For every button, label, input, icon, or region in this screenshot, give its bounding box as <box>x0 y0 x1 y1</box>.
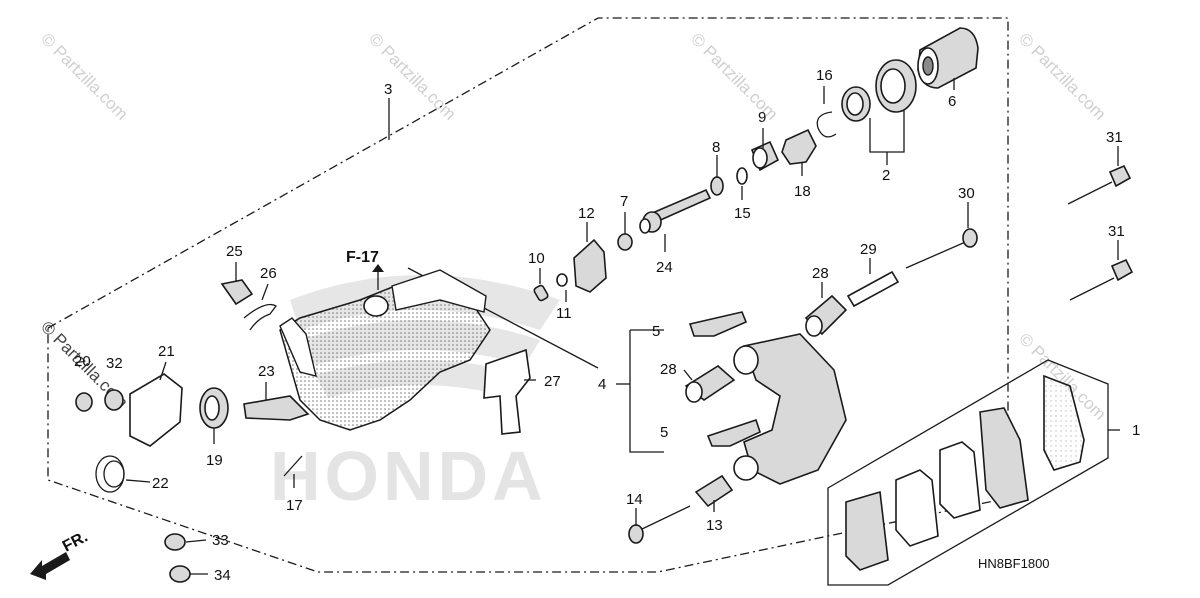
part-caliper-bracket[interactable] <box>733 333 847 485</box>
part-bleeder-25[interactable] <box>220 279 254 306</box>
callout-31a[interactable]: 31 <box>1106 129 1123 146</box>
part-boot-28a[interactable] <box>804 294 848 337</box>
part-washer-8[interactable] <box>710 176 724 196</box>
callout-17[interactable]: 17 <box>286 497 303 514</box>
callout-31b[interactable]: 31 <box>1108 223 1125 240</box>
part-brake-pads[interactable] <box>845 374 1085 571</box>
watermark-text: © Partzilla.com <box>1015 29 1109 123</box>
callout-5a[interactable]: 5 <box>652 323 660 340</box>
part-bolt-31a[interactable] <box>1067 164 1132 205</box>
part-boot-13[interactable] <box>694 474 734 508</box>
callout-32[interactable]: 32 <box>106 355 123 372</box>
watermark-layer: © Partzilla.com © Partzilla.com © Partzi… <box>37 29 1109 423</box>
callout-18[interactable]: 18 <box>794 183 811 200</box>
callout-3[interactable]: 3 <box>384 81 392 98</box>
watermark-text: © Partzilla.com <box>37 29 131 123</box>
part-spring-clip[interactable] <box>781 128 817 165</box>
front-arrow-icon <box>30 552 70 580</box>
callout-24[interactable]: 24 <box>656 259 673 276</box>
callout-21[interactable]: 21 <box>158 343 175 360</box>
callout-4[interactable]: 4 <box>598 376 606 393</box>
callout-2[interactable]: 2 <box>882 167 890 184</box>
diagram-code: HN8BF1800 <box>978 556 1050 571</box>
part-pin-30[interactable] <box>905 228 978 269</box>
pad-set-box <box>827 359 1109 586</box>
part-caliper-body[interactable] <box>279 269 491 431</box>
leader-lines <box>125 78 1120 575</box>
callout-15[interactable]: 15 <box>734 205 751 222</box>
part-bolt-14[interactable] <box>628 505 691 544</box>
callout-13[interactable]: 13 <box>706 517 723 534</box>
part-o-ring-7[interactable] <box>617 233 633 251</box>
part-cap-33[interactable] <box>164 533 186 551</box>
callout-30[interactable]: 30 <box>958 185 975 202</box>
part-sleeve-29[interactable] <box>846 270 900 308</box>
callout-28a[interactable]: 28 <box>812 265 829 282</box>
part-piston[interactable] <box>917 27 979 89</box>
reference-label[interactable]: F-17 <box>346 249 379 266</box>
callout-29[interactable]: 29 <box>860 241 877 258</box>
part-boot-28b[interactable] <box>684 365 736 403</box>
callout-33[interactable]: 33 <box>212 532 229 549</box>
part-clip-26[interactable] <box>243 303 277 331</box>
callout-8[interactable]: 8 <box>712 139 720 156</box>
part-pad-spring-5a[interactable] <box>688 311 748 337</box>
part-adjuster[interactable] <box>750 140 780 172</box>
callout-12[interactable]: 12 <box>578 205 595 222</box>
part-shaft[interactable] <box>639 188 712 234</box>
callout-6[interactable]: 6 <box>948 93 956 110</box>
callout-23[interactable]: 23 <box>258 363 275 380</box>
callout-labels: 1 2 3 4 5 5 6 7 8 9 10 11 12 13 14 15 16… <box>74 67 1140 584</box>
callout-1[interactable]: 1 <box>1132 422 1140 439</box>
part-piston-seals[interactable] <box>841 59 917 122</box>
part-shaft-23[interactable] <box>243 395 310 421</box>
callout-10[interactable]: 10 <box>528 250 545 267</box>
front-indicator-label: FR. <box>60 528 91 555</box>
part-washer-11[interactable] <box>556 273 568 287</box>
part-nut-20[interactable] <box>75 392 93 412</box>
honda-wordmark: HONDA <box>270 437 547 515</box>
part-bolt-17[interactable] <box>283 455 303 477</box>
assembly-outline-3 <box>47 17 1009 573</box>
part-washer-32[interactable] <box>104 389 124 411</box>
callout-7[interactable]: 7 <box>620 193 628 210</box>
part-cap-34[interactable] <box>169 565 191 583</box>
callout-34[interactable]: 34 <box>214 567 231 584</box>
callout-5b[interactable]: 5 <box>660 424 668 441</box>
part-lever-12[interactable] <box>573 238 607 293</box>
part-bolt-31b[interactable] <box>1069 258 1134 301</box>
part-pad-spring-5b[interactable] <box>706 418 761 447</box>
callout-16[interactable]: 16 <box>816 67 833 84</box>
part-clip-27[interactable] <box>483 348 531 435</box>
part-bushing-19[interactable] <box>199 387 229 429</box>
part-circlip[interactable] <box>816 111 837 138</box>
callout-26[interactable]: 26 <box>260 265 277 282</box>
part-pin-10[interactable] <box>533 284 549 302</box>
callout-19[interactable]: 19 <box>206 452 223 469</box>
callout-11[interactable]: 11 <box>556 305 572 322</box>
callout-14[interactable]: 14 <box>626 491 643 508</box>
callout-28b[interactable]: 28 <box>660 361 677 378</box>
watermark-text: © Partzilla.com <box>365 29 459 123</box>
callout-25[interactable]: 25 <box>226 243 243 260</box>
reference-arrow-icon <box>372 264 384 290</box>
callout-20[interactable]: 20 <box>74 353 91 370</box>
watermark-text: © Partzilla.com <box>687 29 781 123</box>
callout-27[interactable]: 27 <box>544 373 561 390</box>
part-lever-21[interactable] <box>129 373 183 447</box>
part-spring-22[interactable] <box>95 455 125 493</box>
callout-22[interactable]: 22 <box>152 475 169 492</box>
callout-9[interactable]: 9 <box>758 109 766 126</box>
part-washer-15[interactable] <box>736 167 748 185</box>
